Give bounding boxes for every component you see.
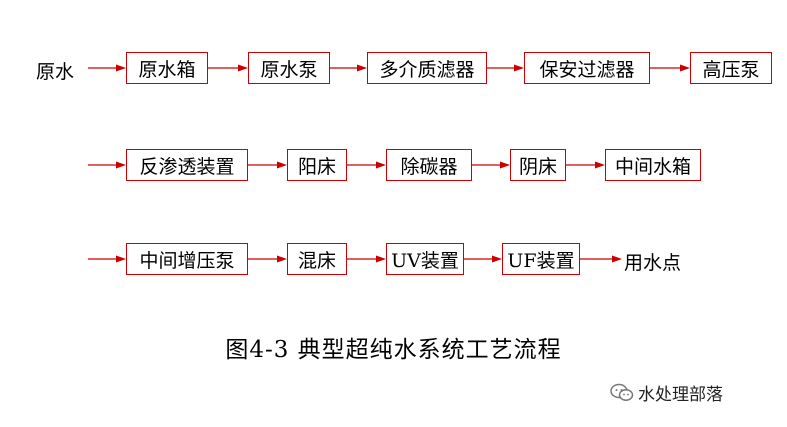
raw-water-pump-box: 原水泵 (248, 52, 330, 84)
reverse-osmosis-box: 反渗透装置 (126, 149, 248, 181)
high-pressure-pump-box: 高压泵 (690, 52, 772, 84)
flow-arrow (347, 161, 386, 169)
flow-arrow (566, 161, 605, 169)
flow-arrow (330, 64, 367, 72)
mixed-bed-box: 混床 (287, 243, 347, 275)
anion-bed-box: 阴床 (510, 149, 566, 181)
flow-arrow (464, 255, 502, 263)
flow-arrow (88, 161, 126, 169)
flow-arrow (248, 255, 287, 263)
flow-arrow (88, 255, 126, 263)
watermark: 水处理部落 (610, 380, 723, 405)
watermark-text: 水处理部落 (638, 385, 723, 405)
multimedia-filter-box: 多介质滤器 (367, 52, 487, 84)
security-filter-box: 保安过滤器 (524, 52, 650, 84)
flow-arrow (472, 161, 510, 169)
flow-arrow (347, 255, 386, 263)
point-of-use-label: 用水点 (624, 252, 682, 274)
flow-arrow (487, 64, 524, 72)
flow-arrow (580, 255, 622, 263)
flow-arrow (208, 64, 248, 72)
flow-arrow (650, 64, 690, 72)
cation-bed-box: 阳床 (287, 149, 347, 181)
booster-pump-box: 中间增压泵 (126, 243, 248, 275)
source-label: 原水 (36, 61, 75, 83)
wechat-icon (610, 383, 634, 401)
figure-caption: 图4-3 典型超纯水系统工艺流程 (225, 337, 562, 363)
intermediate-tank-box: 中间水箱 (605, 149, 701, 181)
uv-unit-box: UV装置 (386, 243, 464, 275)
flow-arrow (248, 161, 287, 169)
raw-water-tank-box: 原水箱 (126, 52, 208, 84)
uf-unit-box: UF装置 (502, 243, 580, 275)
flow-arrow (88, 64, 126, 72)
decarbonator-box: 除碳器 (386, 149, 472, 181)
